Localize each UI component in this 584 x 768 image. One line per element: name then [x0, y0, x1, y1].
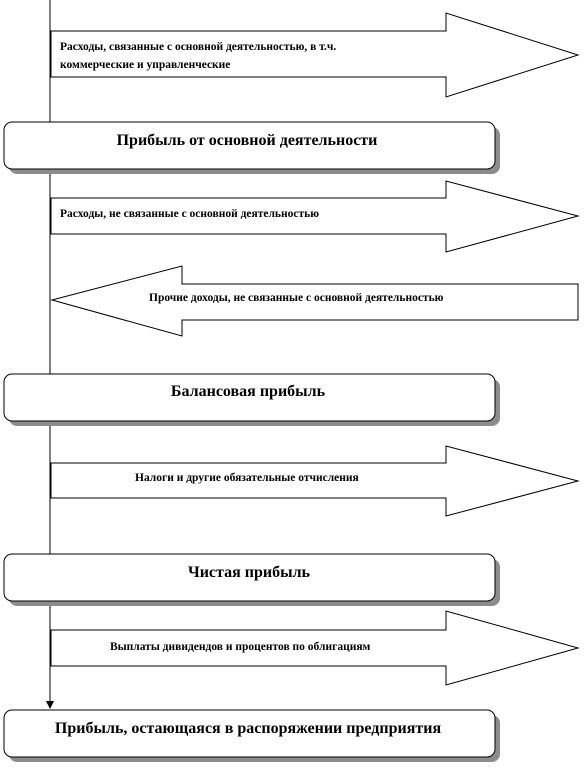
box-shape	[3, 709, 496, 758]
box-label: Прибыль, остающаяся в распоряжении предп…	[55, 720, 442, 737]
profit-box-operating: Прибыль от основной деятельности	[3, 121, 500, 174]
arrow-label-line-1: Расходы, связанные с основной деятельнос…	[60, 41, 336, 53]
box-label: Чистая прибыль	[188, 564, 311, 581]
arrow-label: Прочие доходы, не связанные с основной д…	[149, 292, 444, 304]
box-label: Балансовая прибыль	[171, 383, 326, 400]
arrow-shape	[50, 265, 579, 337]
arrow-label: Расходы, не связанные с основной деятель…	[60, 208, 319, 220]
expense-arrow-operating: Расходы, связанные с основной деятельнос…	[50, 12, 580, 98]
arrow-shape	[50, 12, 580, 98]
box-shape	[3, 121, 496, 170]
arrow-label: Выплаты дивидендов и процентов по облига…	[110, 641, 371, 653]
arrow-shape	[50, 180, 580, 253]
arrow-shape	[50, 445, 580, 517]
profit-box-retained: Прибыль, остающаяся в распоряжении предп…	[3, 709, 500, 762]
box-label: Прибыль от основной деятельности	[117, 132, 378, 149]
other-income-arrow: Прочие доходы, не связанные с основной д…	[50, 265, 579, 337]
expense-arrow-non-operating: Расходы, не связанные с основной деятель…	[50, 180, 580, 253]
arrow-label: Налоги и другие обязательные отчисления	[135, 472, 359, 484]
taxes-arrow: Налоги и другие обязательные отчисления	[50, 445, 580, 517]
arrow-shape	[50, 610, 580, 686]
arrow-label-line-2: коммерческие и управленческие	[60, 59, 230, 71]
box-shape	[3, 553, 496, 602]
profit-box-net: Чистая прибыль	[3, 553, 500, 606]
profit-box-balance: Балансовая прибыль	[3, 373, 500, 426]
dividends-arrow: Выплаты дивидендов и процентов по облига…	[50, 610, 580, 686]
box-shape	[3, 373, 496, 422]
